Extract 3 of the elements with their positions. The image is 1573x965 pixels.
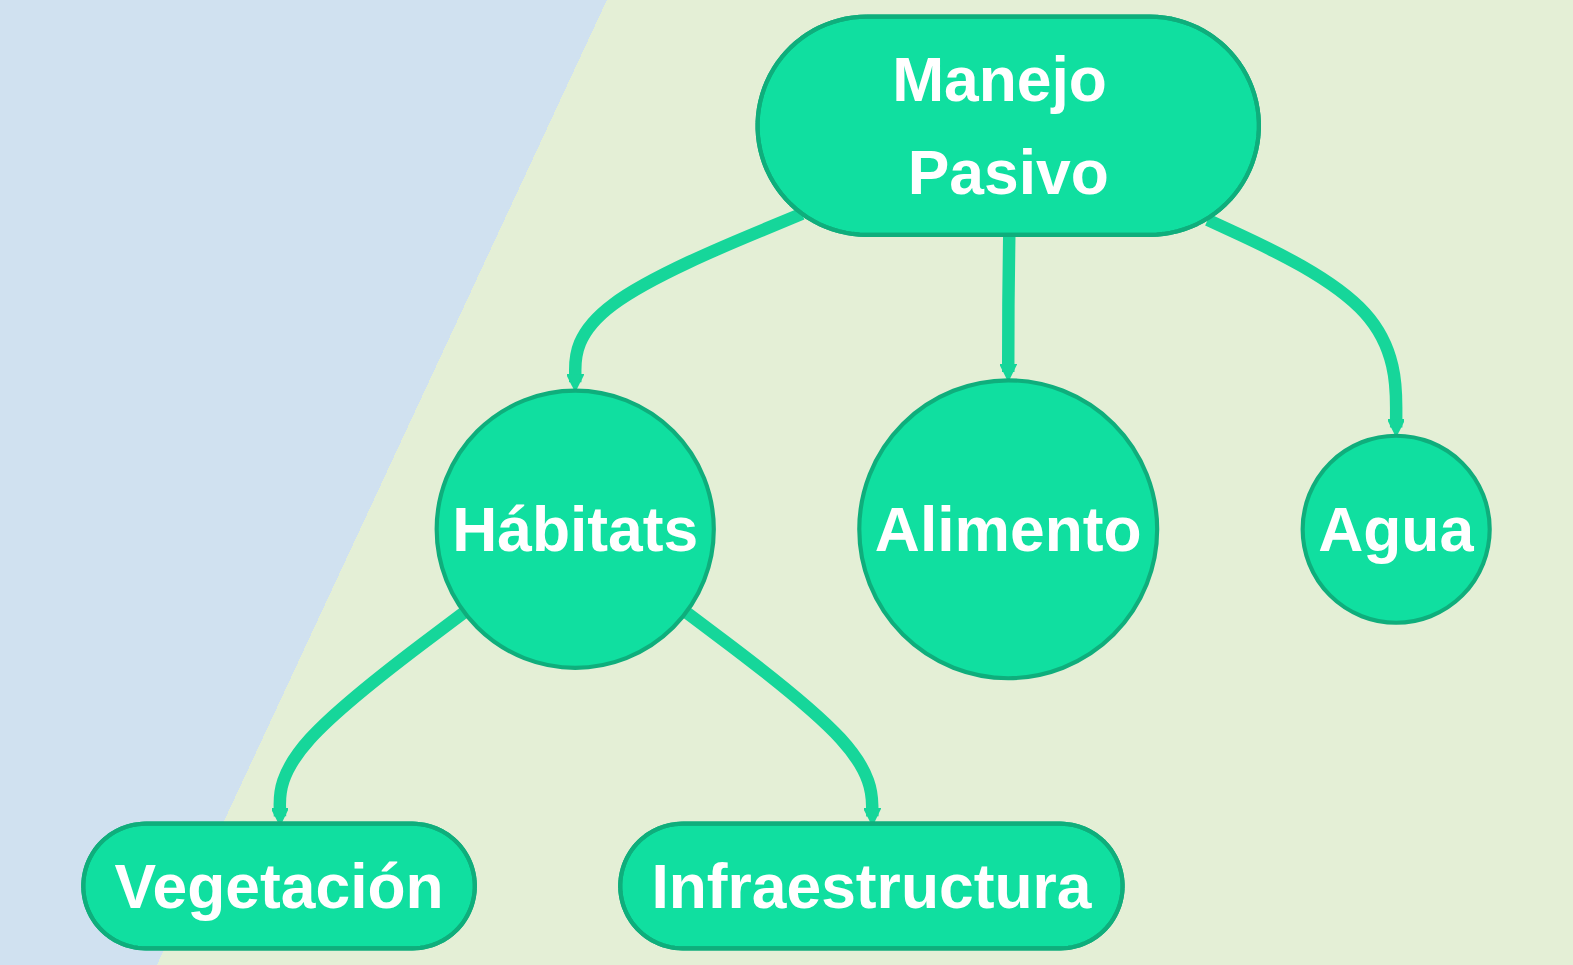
node-circle: Alimento <box>857 378 1160 681</box>
node-circle: Agua <box>1300 433 1492 625</box>
node-circle: Hábitats <box>434 388 716 670</box>
